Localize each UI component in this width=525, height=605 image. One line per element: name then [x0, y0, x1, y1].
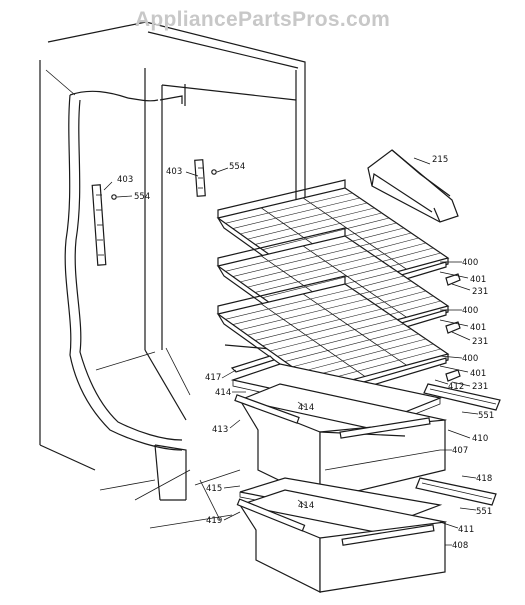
crisper-drawer-upper: [234, 383, 448, 501]
shelf-support-right: [194, 159, 206, 197]
watermark-text: AppliancePartsPros.com: [134, 8, 391, 31]
callout-414-center: 414: [298, 403, 314, 413]
callout-labels: 403 554 403 554 215 400 401 231 400 401 …: [117, 155, 494, 551]
wire-shelves: [216, 179, 461, 397]
callout-418: 418: [476, 474, 492, 484]
crisper-cover-upper: [230, 355, 501, 423]
callout-554-right: 554: [229, 162, 245, 172]
callout-554-left: 554: [134, 192, 150, 202]
callout-400-mid: 400: [462, 306, 478, 316]
callout-411: 411: [458, 525, 474, 535]
callout-413: 413: [212, 425, 228, 435]
callout-551-upper: 551: [478, 411, 494, 421]
callout-412: 412: [448, 382, 464, 392]
callout-231-top: 231: [472, 287, 488, 297]
callout-401-top: 401: [470, 275, 486, 285]
callout-400-top: 400: [462, 258, 478, 268]
callout-415: 415: [206, 484, 222, 494]
dairy-bin: [367, 149, 459, 223]
screw-right: [211, 169, 217, 175]
callout-215: 215: [432, 155, 448, 165]
screw-left: [111, 194, 117, 200]
crisper-drawer-lower: [236, 489, 448, 593]
callout-407: 407: [452, 446, 468, 456]
callout-231-low: 231: [472, 382, 488, 392]
callout-401-mid: 401: [470, 323, 486, 333]
callout-414-left: 414: [215, 388, 231, 398]
callout-401-low: 401: [470, 369, 486, 379]
callout-414-lower: 414: [298, 501, 314, 511]
callout-419: 419: [206, 516, 222, 526]
callout-408: 408: [452, 541, 468, 551]
cabinet-body: [39, 21, 306, 529]
callout-403-right: 403: [166, 167, 182, 177]
callout-231-mid: 231: [472, 337, 488, 347]
callout-400-low: 400: [462, 354, 478, 364]
callout-leaders: [103, 157, 479, 546]
shelf-support-left: [91, 184, 107, 266]
callout-403-left: 403: [117, 175, 133, 185]
callout-551-lower: 551: [476, 507, 492, 517]
callout-410: 410: [472, 434, 488, 444]
callout-417: 417: [205, 373, 221, 383]
